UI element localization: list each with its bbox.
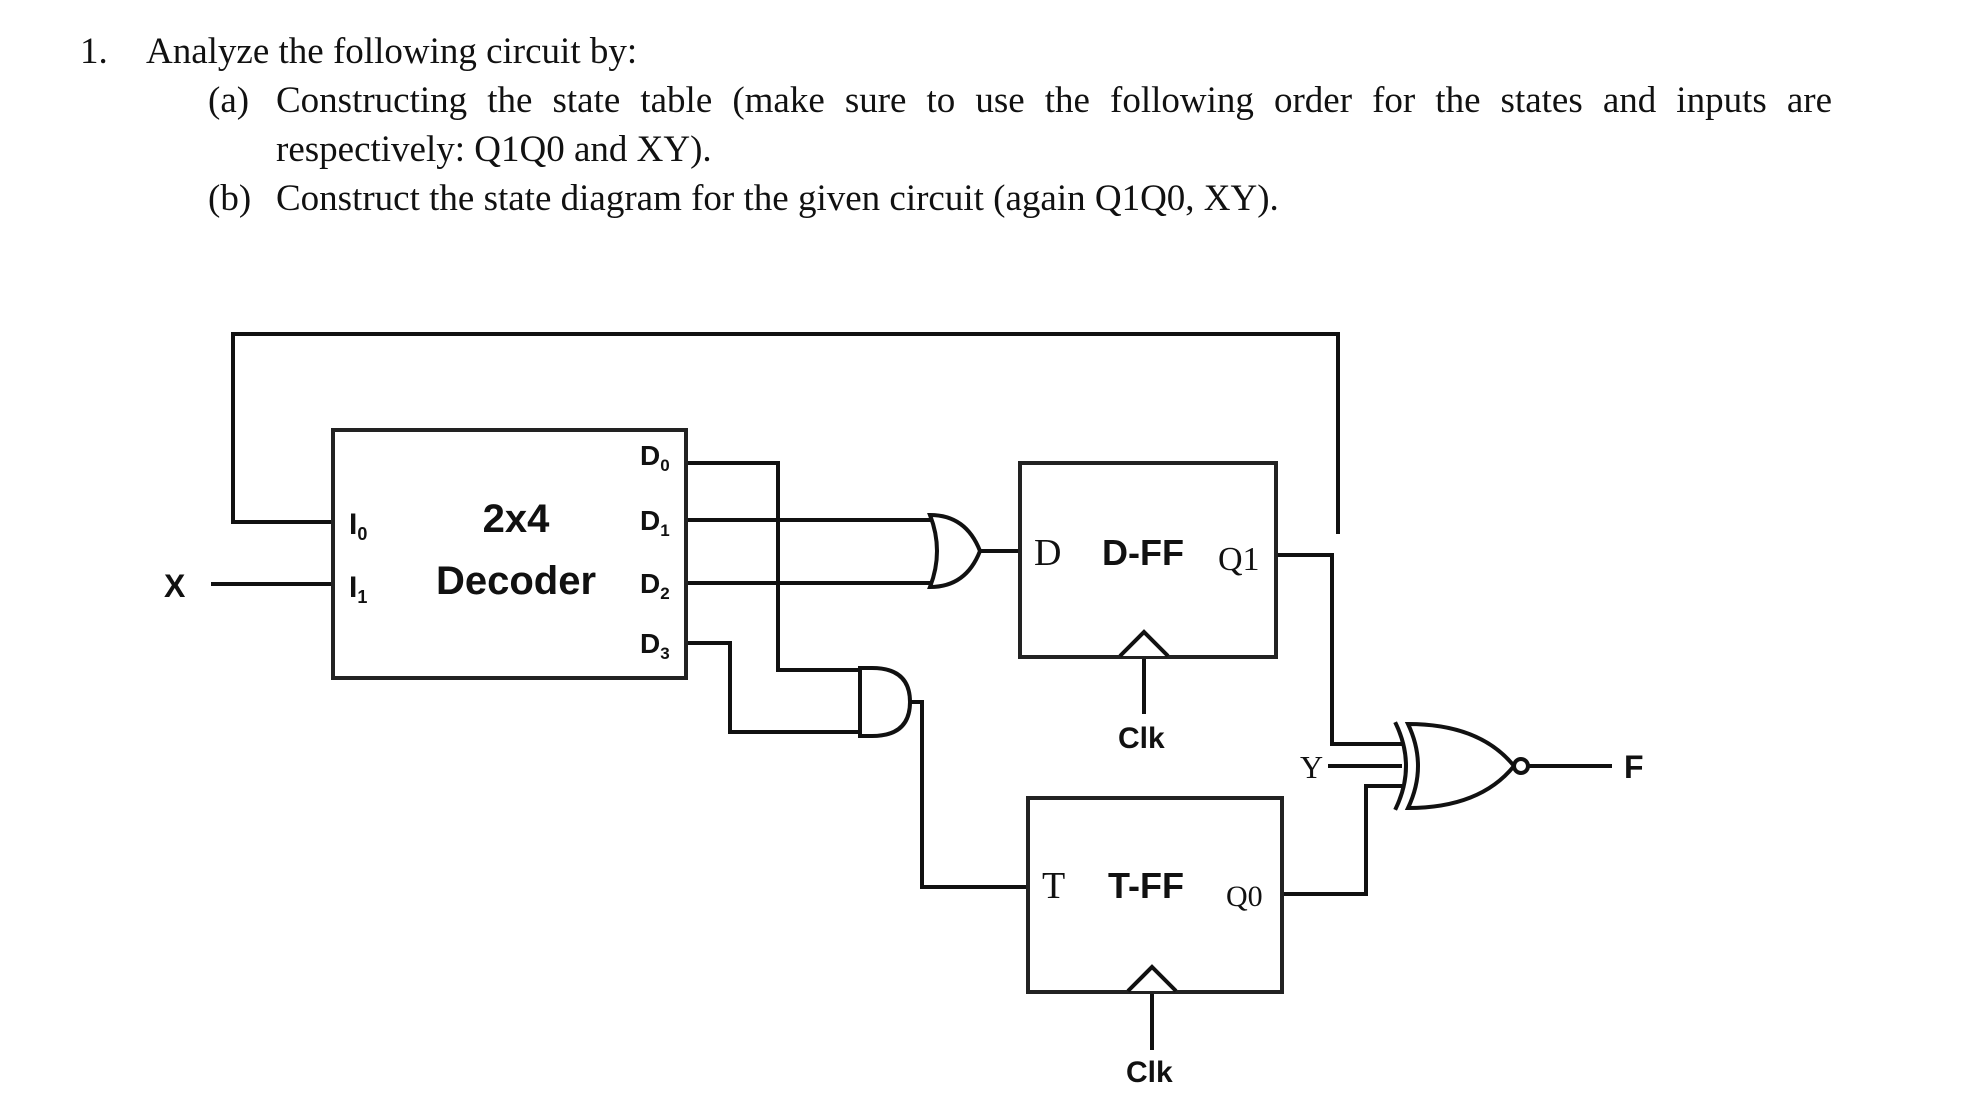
tff-title: T-FF bbox=[1108, 865, 1184, 906]
part-a-label: (a) bbox=[208, 80, 250, 121]
decoder-output-d2: D2 bbox=[640, 568, 670, 603]
dff-title: D-FF bbox=[1102, 532, 1184, 573]
tff-input-label: T bbox=[1042, 865, 1065, 907]
output-f-label: F bbox=[1624, 749, 1644, 785]
and-gate-icon bbox=[858, 666, 913, 738]
tff-clock-triangle-icon bbox=[1126, 964, 1178, 993]
wire-d0 bbox=[684, 461, 862, 672]
part-b-text: Construct the state diagram for the give… bbox=[276, 178, 1279, 219]
tff-box bbox=[1026, 796, 1284, 994]
xnor-gate-icon bbox=[1404, 721, 1517, 811]
dff-clock-label: Clk bbox=[1118, 722, 1165, 755]
wire-d3 bbox=[684, 641, 862, 734]
dff-clock-triangle-icon bbox=[1118, 629, 1170, 658]
decoder-output-d1: D1 bbox=[640, 505, 670, 540]
wire-q1-output bbox=[1274, 553, 1402, 746]
dff-output-label: Q1 bbox=[1218, 541, 1260, 578]
wire-and-to-tff bbox=[908, 700, 1030, 889]
xnor-gate-input-arc bbox=[1393, 721, 1408, 811]
decoder-output-d0: D0 bbox=[640, 440, 670, 475]
decoder-box bbox=[331, 428, 688, 680]
tff-clock-label: Clk bbox=[1126, 1056, 1173, 1089]
input-x-label: X bbox=[164, 568, 186, 604]
tff-output-label: Q0 bbox=[1226, 880, 1263, 913]
wire-q1-feedback bbox=[231, 332, 1340, 534]
dff-input-label: D bbox=[1034, 532, 1061, 574]
or-gate-icon bbox=[927, 512, 983, 590]
part-b-label: (b) bbox=[208, 178, 252, 219]
question-number: 1. bbox=[80, 31, 108, 72]
part-a-continuation: respectively: Q1Q0 and XY). bbox=[276, 129, 712, 170]
decoder-input-i1: I1 bbox=[349, 571, 367, 607]
decoder-output-d3: D3 bbox=[640, 628, 670, 663]
question-prompt: Analyze the following circuit by: bbox=[146, 31, 638, 72]
wire-q0-output bbox=[1280, 784, 1402, 896]
decoder-input-i0: I0 bbox=[349, 508, 367, 544]
input-y-label: Y bbox=[1300, 749, 1323, 785]
decoder-title-1: 2x4 bbox=[483, 497, 550, 541]
xnor-bubble-icon bbox=[1512, 757, 1530, 775]
part-a-text: Constructing the state table (make sure … bbox=[276, 80, 1832, 121]
decoder-title-2: Decoder bbox=[436, 559, 596, 603]
dff-box bbox=[1018, 461, 1278, 659]
